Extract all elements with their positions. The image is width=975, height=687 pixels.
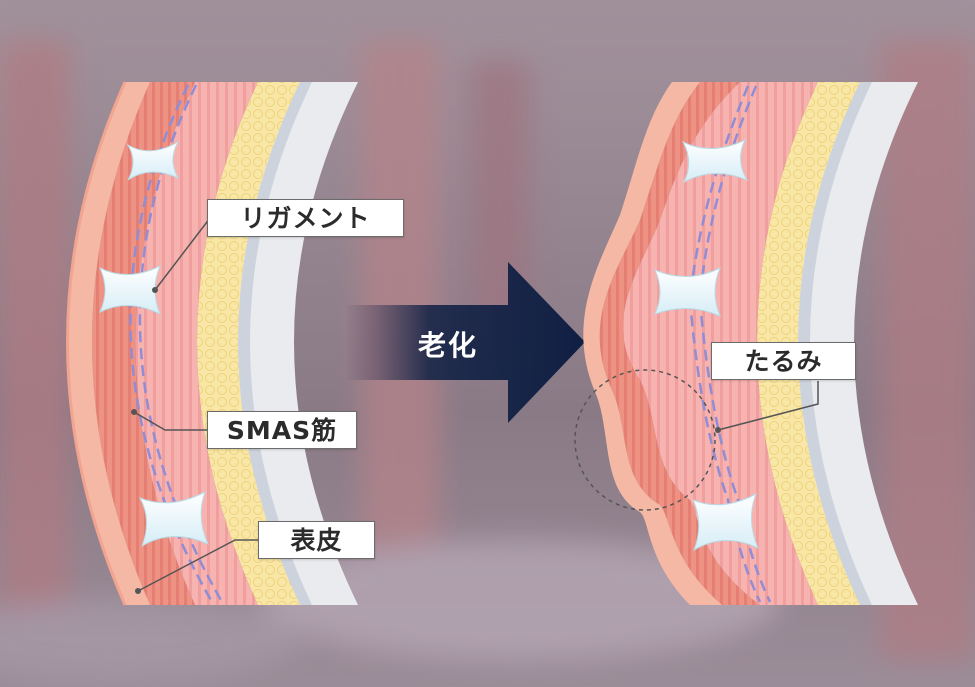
leader-line [133,411,210,431]
leader-dot [135,588,141,594]
epidermis-layer [67,82,150,605]
smas-layer [599,82,760,605]
leader-line [154,217,211,291]
ligament-shape [98,264,161,316]
bone-edge [798,82,872,605]
sagging-highlight-circle [574,369,716,511]
leader-dot [152,287,158,293]
nerve-line [698,85,772,603]
ligament-shape [138,490,210,548]
nerve-line [688,85,762,603]
epidermis-label: 表皮 [258,521,375,559]
aging-arrow-label: 老化 [418,329,479,362]
epidermis-edge [66,81,127,606]
ligament-shape [681,138,749,184]
leader-dot [131,409,137,415]
ligament-shape [126,140,180,181]
smas-label: SMAS筋 [207,411,357,449]
leader-line [717,381,819,431]
ligament-label: リガメント [207,199,404,237]
fat-layer [757,82,860,605]
smas-layer [92,82,195,605]
leader-line [137,539,260,592]
ligament-shape [654,266,721,317]
aging-arrow [345,262,585,423]
epidermis-layer [583,82,722,605]
leader-dot [715,427,721,433]
ligament-shape [692,492,759,552]
bone-layer [797,82,918,605]
sagging-label: たるみ [711,342,856,380]
